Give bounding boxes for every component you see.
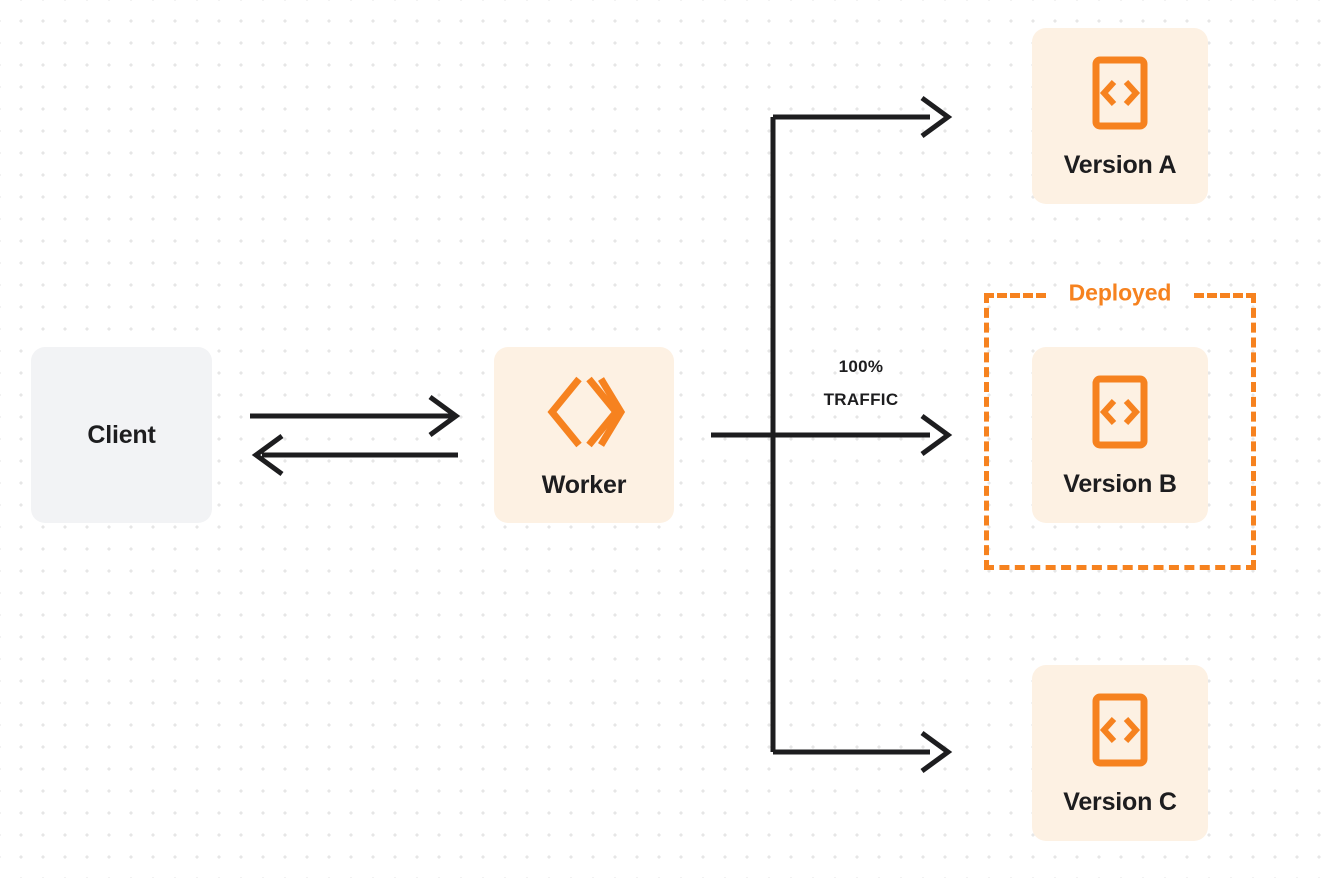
edge-client-to-worker [250,394,461,438]
edge-worker-to-version-a [773,95,953,139]
node-worker[interactable]: Worker [494,347,674,523]
node-version-a[interactable]: Version A [1032,28,1208,204]
edge-worker-to-version-b [920,413,953,457]
node-worker-label: Worker [541,470,627,499]
node-version-a-label: Version A [1063,150,1177,179]
node-version-b[interactable]: Version B [1032,347,1208,523]
traffic-label: 100% TRAFFIC [790,350,932,416]
node-client-label: Client [87,420,156,449]
traffic-caption: TRAFFIC [823,390,899,410]
edge-worker-branch-trunk [711,117,930,752]
node-version-b-label: Version B [1063,469,1177,498]
traffic-percent: 100% [838,357,884,376]
code-document-icon [1091,374,1149,450]
edge-worker-to-client [251,433,458,477]
node-version-c-label: Version C [1063,787,1177,816]
node-version-c[interactable]: Version C [1032,665,1208,841]
code-document-icon [1091,55,1149,131]
node-client[interactable]: Client [31,347,212,523]
code-document-icon [1091,692,1149,768]
edge-worker-to-version-c [773,730,953,774]
workers-logo-icon [543,373,626,451]
